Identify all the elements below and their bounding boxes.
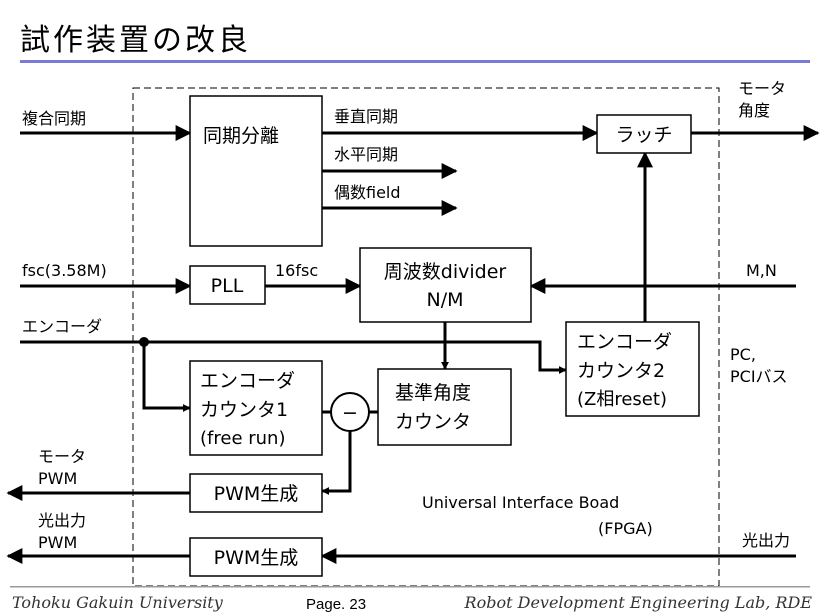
- title-underline: [20, 60, 810, 63]
- label-fsc: fsc(3.58M): [22, 261, 107, 280]
- block-subtractor: −: [330, 392, 370, 432]
- block-encoder-counter-1: エンコーダ カウンタ1 (free run): [189, 360, 323, 456]
- wire-sub-to-pwm: [321, 431, 352, 495]
- label-light-output: 光出力: [742, 531, 790, 550]
- pll-label: PLL: [211, 275, 244, 297]
- label-mn: M,N: [746, 261, 777, 280]
- encoder-junction-dot: [139, 337, 149, 347]
- block-frequency-divider: 周波数divider N/M: [359, 247, 532, 323]
- ref-label-line1: 基準角度: [395, 382, 471, 404]
- block-pwm-light: PWM生成: [189, 537, 323, 577]
- pwm-motor-label: PWM生成: [214, 483, 299, 505]
- board-label-line2: (FPGA): [598, 519, 653, 538]
- label-vertical-sync: 垂直同期: [334, 107, 398, 126]
- divider-label-line2: N/M: [426, 289, 463, 311]
- block-encoder-counter-2: エンコーダ カウンタ2 (Z相reset): [565, 321, 700, 417]
- block-pwm-motor: PWM生成: [189, 473, 323, 513]
- label-light-pwm-line2: PWM: [38, 533, 77, 552]
- label-encoder: エンコーダ: [22, 317, 102, 336]
- label-motor-pwm-line2: PWM: [38, 469, 77, 488]
- footer-lab: Robot Development Engineering Lab, RDE: [464, 593, 813, 612]
- label-pc-line2: PCIバス: [730, 367, 788, 386]
- sync-separator-label: 同期分離: [203, 125, 279, 147]
- board-label-line1: Universal Interface Boad: [422, 493, 619, 512]
- label-composite-sync: 複合同期: [22, 109, 86, 128]
- label-16fsc: 16fsc: [275, 261, 318, 280]
- pwm-light-label: PWM生成: [214, 547, 299, 569]
- label-motor-angle-line2: 角度: [738, 101, 770, 120]
- label-motor-pwm-line1: モータ: [38, 447, 86, 466]
- subtractor-symbol: −: [342, 402, 358, 424]
- label-light-pwm-line1: 光出力: [38, 511, 86, 530]
- page-title: 試作装置の改良: [20, 23, 251, 58]
- ref-label-line2: カウンタ: [395, 411, 471, 433]
- divider-label-line1: 周波数divider: [384, 261, 507, 283]
- label-pc-line1: PC,: [730, 345, 756, 364]
- footer-rule: [10, 586, 810, 588]
- enc2-label-line3: (Z相reset): [577, 389, 667, 410]
- wires: [6, 125, 820, 564]
- footer-page-number: Page. 23: [306, 596, 366, 613]
- enc1-label-line3: (free run): [200, 428, 285, 449]
- block-latch: ラッチ: [596, 114, 692, 154]
- wire-encoder-to-enc2: [20, 340, 567, 374]
- label-horizontal-sync: 水平同期: [334, 145, 398, 164]
- enc2-label-line1: エンコーダ: [577, 331, 672, 353]
- enc2-label-line2: カウンタ2: [577, 360, 665, 382]
- label-even-field: 偶数field: [334, 183, 401, 202]
- block-reference-angle-counter: 基準角度 カウンタ: [377, 368, 512, 446]
- footer-university: Tohoku Gakuin University: [12, 593, 224, 612]
- block-pll: PLL: [189, 265, 266, 305]
- label-motor-angle-line1: モータ: [738, 79, 786, 98]
- wire-encoder-to-enc1: [142, 342, 191, 412]
- block-sync-separator: 同期分離: [189, 95, 323, 247]
- latch-label: ラッチ: [615, 124, 672, 146]
- enc1-label-line2: カウンタ1: [200, 399, 288, 421]
- enc1-label-line1: エンコーダ: [200, 370, 295, 392]
